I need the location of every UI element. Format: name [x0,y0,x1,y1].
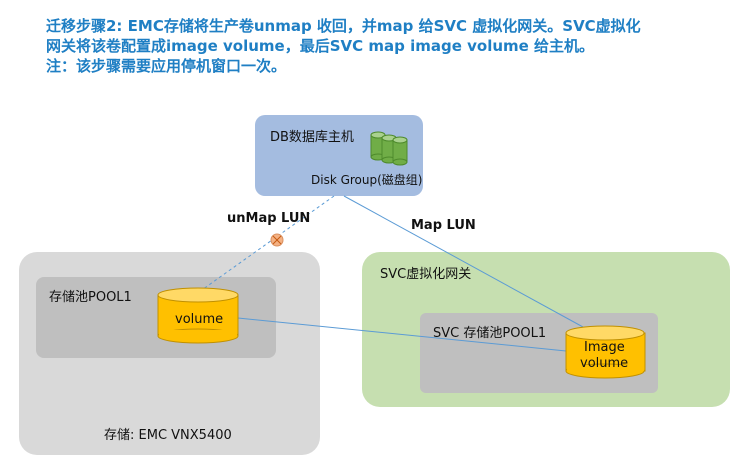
svc-gateway-label: SVC虚拟化网关 [380,267,472,282]
disk-group-icon [370,131,408,166]
map-lun-connector [343,195,584,328]
volume-label: volume [175,312,224,327]
unmap-cancel-icon [270,233,284,247]
title-line-3: 注：该步骤需要应用停机窗口一次。 [46,57,287,75]
image-volume-cylinder-icon [565,325,646,379]
unmap-lun-label: unMap LUN [227,211,311,226]
storage-emc-label: 存储: EMC VNX5400 [104,428,232,443]
storage-pool1-label: 存储池POOL1 [49,290,132,305]
unmap-lun-connector [198,195,335,293]
map-lun-label: Map LUN [411,218,476,233]
image-volume-label-line2: volume [580,356,629,371]
title-line-1: 迁移步骤2: EMC存储将生产卷unmap 收回，并map 给SVC 虚拟化网关… [46,17,641,35]
disk-group-label: Disk Group(磁盘组) [311,173,423,187]
image-volume-label-line1: Image [584,340,625,355]
title-line-2: 网关将该卷配置成image volume，最后SVC map image vol… [46,37,595,55]
svc-pool-label: SVC 存储池POOL1 [433,326,547,341]
db-host-label: DB数据库主机 [270,130,354,145]
volume-cylinder-icon [157,287,239,344]
volume-to-image-connector [237,317,567,352]
diagram-title: 迁移步骤2: EMC存储将生产卷unmap 收回，并map 给SVC 虚拟化网关… [46,16,736,76]
